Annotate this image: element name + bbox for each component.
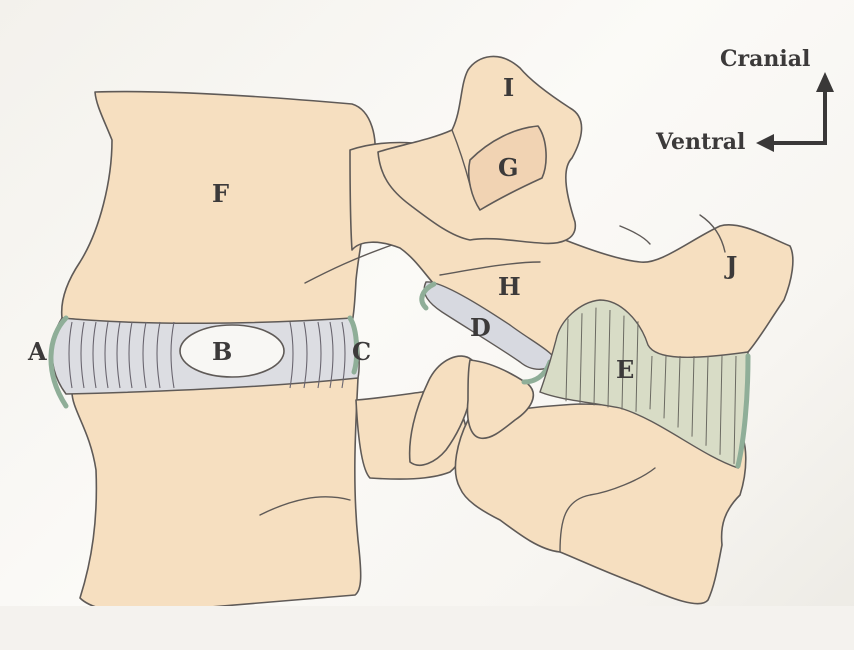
label-j: J [724, 251, 737, 280]
label-e: E [616, 355, 634, 384]
label-f: F [212, 179, 229, 208]
cranial-arrow-head [816, 72, 834, 92]
label-c: C [352, 337, 371, 366]
ventral-label: Ventral [655, 129, 745, 155]
upper-arch-contour-2 [620, 226, 650, 244]
label-i: I [503, 73, 514, 102]
label-b: B [212, 337, 232, 366]
label-d: D [470, 313, 491, 342]
label-a: A [27, 337, 47, 366]
label-h: H [498, 272, 521, 301]
bottom-margin [0, 606, 854, 650]
upper-vertebral-body [62, 92, 375, 326]
ventral-arrow-head [756, 134, 774, 152]
label-g: G [498, 153, 519, 182]
lower-vertebral-body [72, 378, 361, 613]
cranial-label: Cranial [720, 46, 810, 72]
